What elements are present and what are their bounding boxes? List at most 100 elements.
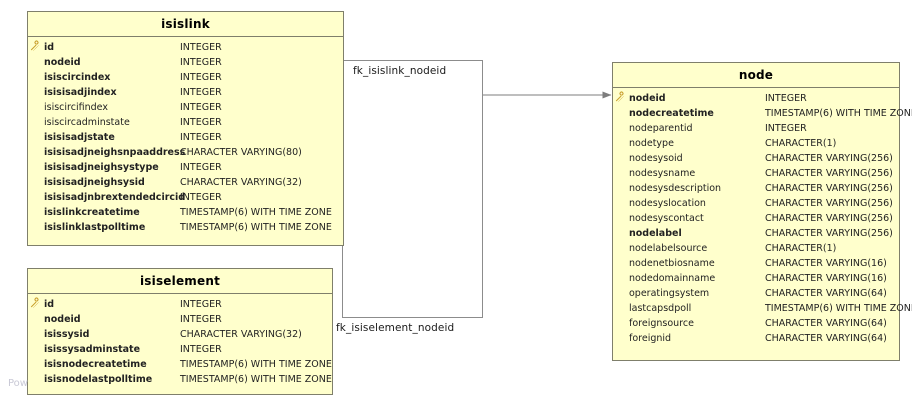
key-icon-placeholder	[613, 166, 629, 181]
column-name: isisisadjindex	[44, 87, 117, 98]
column-type: INTEGER	[180, 87, 222, 98]
key-icon-placeholder	[613, 301, 629, 316]
column-name: foreignsource	[629, 318, 694, 329]
key-icon-placeholder	[613, 256, 629, 271]
column-type: INTEGER	[765, 93, 807, 104]
column-type: TIMESTAMP(6) WITH TIME ZONE	[765, 303, 912, 314]
column-name: nodelabel	[629, 228, 682, 239]
column-row: nodeid INTEGER	[613, 91, 899, 106]
key-icon-placeholder	[28, 190, 44, 205]
column-type: INTEGER	[180, 299, 222, 310]
key-icon-placeholder	[613, 196, 629, 211]
key-icon-placeholder	[613, 211, 629, 226]
column-name: nodecreatetime	[629, 108, 714, 119]
column-name: isislinkcreatetime	[44, 207, 140, 218]
column-name: isislinklastpolltime	[44, 222, 146, 233]
key-icon	[29, 40, 45, 56]
key-icon-placeholder	[28, 130, 44, 145]
column-type: CHARACTER VARYING(32)	[180, 177, 302, 188]
column-type: TIMESTAMP(6) WITH TIME ZONE	[180, 207, 332, 218]
column-row: isiscircindex INTEGER	[28, 70, 343, 85]
column-type: INTEGER	[180, 57, 222, 68]
column-type: INTEGER	[180, 162, 222, 173]
column-type: INTEGER	[180, 117, 222, 128]
key-icon-placeholder	[613, 181, 629, 196]
primary-key-icon	[28, 40, 44, 55]
key-icon-placeholder	[613, 106, 629, 121]
column-name: isisisadjneighsystype	[44, 162, 159, 173]
column-type: INTEGER	[180, 344, 222, 355]
column-name: isisisadjneighsnpaaddress	[44, 147, 186, 158]
key-icon-placeholder	[28, 327, 44, 342]
column-row: isisisadjneighsystype INTEGER	[28, 160, 343, 175]
column-type: TIMESTAMP(6) WITH TIME ZONE	[180, 222, 332, 233]
key-icon-placeholder	[28, 357, 44, 372]
column-type: CHARACTER VARYING(16)	[765, 258, 887, 269]
column-name: isiscircadminstate	[44, 117, 130, 128]
column-name: isiscircindex	[44, 72, 111, 83]
column-type: CHARACTER VARYING(256)	[765, 153, 893, 164]
key-icon-placeholder	[613, 136, 629, 151]
column-name: isissysadminstate	[44, 344, 141, 355]
column-type: INTEGER	[180, 132, 222, 143]
column-name: foreignid	[629, 333, 672, 344]
key-icon-placeholder	[28, 160, 44, 175]
key-icon-placeholder	[28, 115, 44, 130]
column-type: CHARACTER VARYING(256)	[765, 213, 893, 224]
column-type: CHARACTER VARYING(80)	[180, 147, 302, 158]
column-row: isiscircadminstate INTEGER	[28, 115, 343, 130]
column-type: INTEGER	[765, 123, 807, 134]
key-icon-placeholder	[28, 205, 44, 220]
column-type: CHARACTER VARYING(32)	[180, 329, 302, 340]
column-type: TIMESTAMP(6) WITH TIME ZONE	[180, 374, 332, 385]
relationship-label-fk-isiselement-nodeid: fk_isiselement_nodeid	[336, 322, 455, 334]
key-icon-placeholder	[28, 145, 44, 160]
key-icon-placeholder	[28, 220, 44, 235]
key-icon-placeholder	[28, 55, 44, 70]
key-icon-placeholder	[28, 70, 44, 85]
column-name: isisisadjstate	[44, 132, 115, 143]
column-type: TIMESTAMP(6) WITH TIME ZONE	[765, 108, 912, 119]
watermark-text: Pow	[8, 378, 28, 389]
column-row: isisisadjstate INTEGER	[28, 130, 343, 145]
column-type: INTEGER	[180, 72, 222, 83]
column-name: isisnodecreatetime	[44, 359, 147, 370]
relationship-label-fk-isislink-nodeid: fk_isislink_nodeid	[353, 65, 447, 77]
key-icon-placeholder	[613, 226, 629, 241]
column-type: CHARACTER(1)	[765, 138, 837, 149]
key-icon-placeholder	[28, 342, 44, 357]
column-name: nodeid	[44, 314, 81, 325]
key-icon-placeholder	[28, 312, 44, 327]
column-name: operatingsystem	[629, 288, 710, 299]
column-type: INTEGER	[180, 42, 222, 53]
relationship-label-box	[342, 60, 483, 318]
column-name: isiscircifindex	[44, 102, 108, 113]
column-name: nodeid	[629, 93, 666, 104]
key-icon-placeholder	[28, 372, 44, 387]
key-icon-placeholder	[613, 286, 629, 301]
entity-title-isiselement: isiselement	[28, 269, 332, 294]
column-row: isislinkcreatetime TIMESTAMP(6) WITH TIME…	[28, 205, 343, 220]
column-row: isissysadminstate INTEGER	[28, 342, 332, 357]
